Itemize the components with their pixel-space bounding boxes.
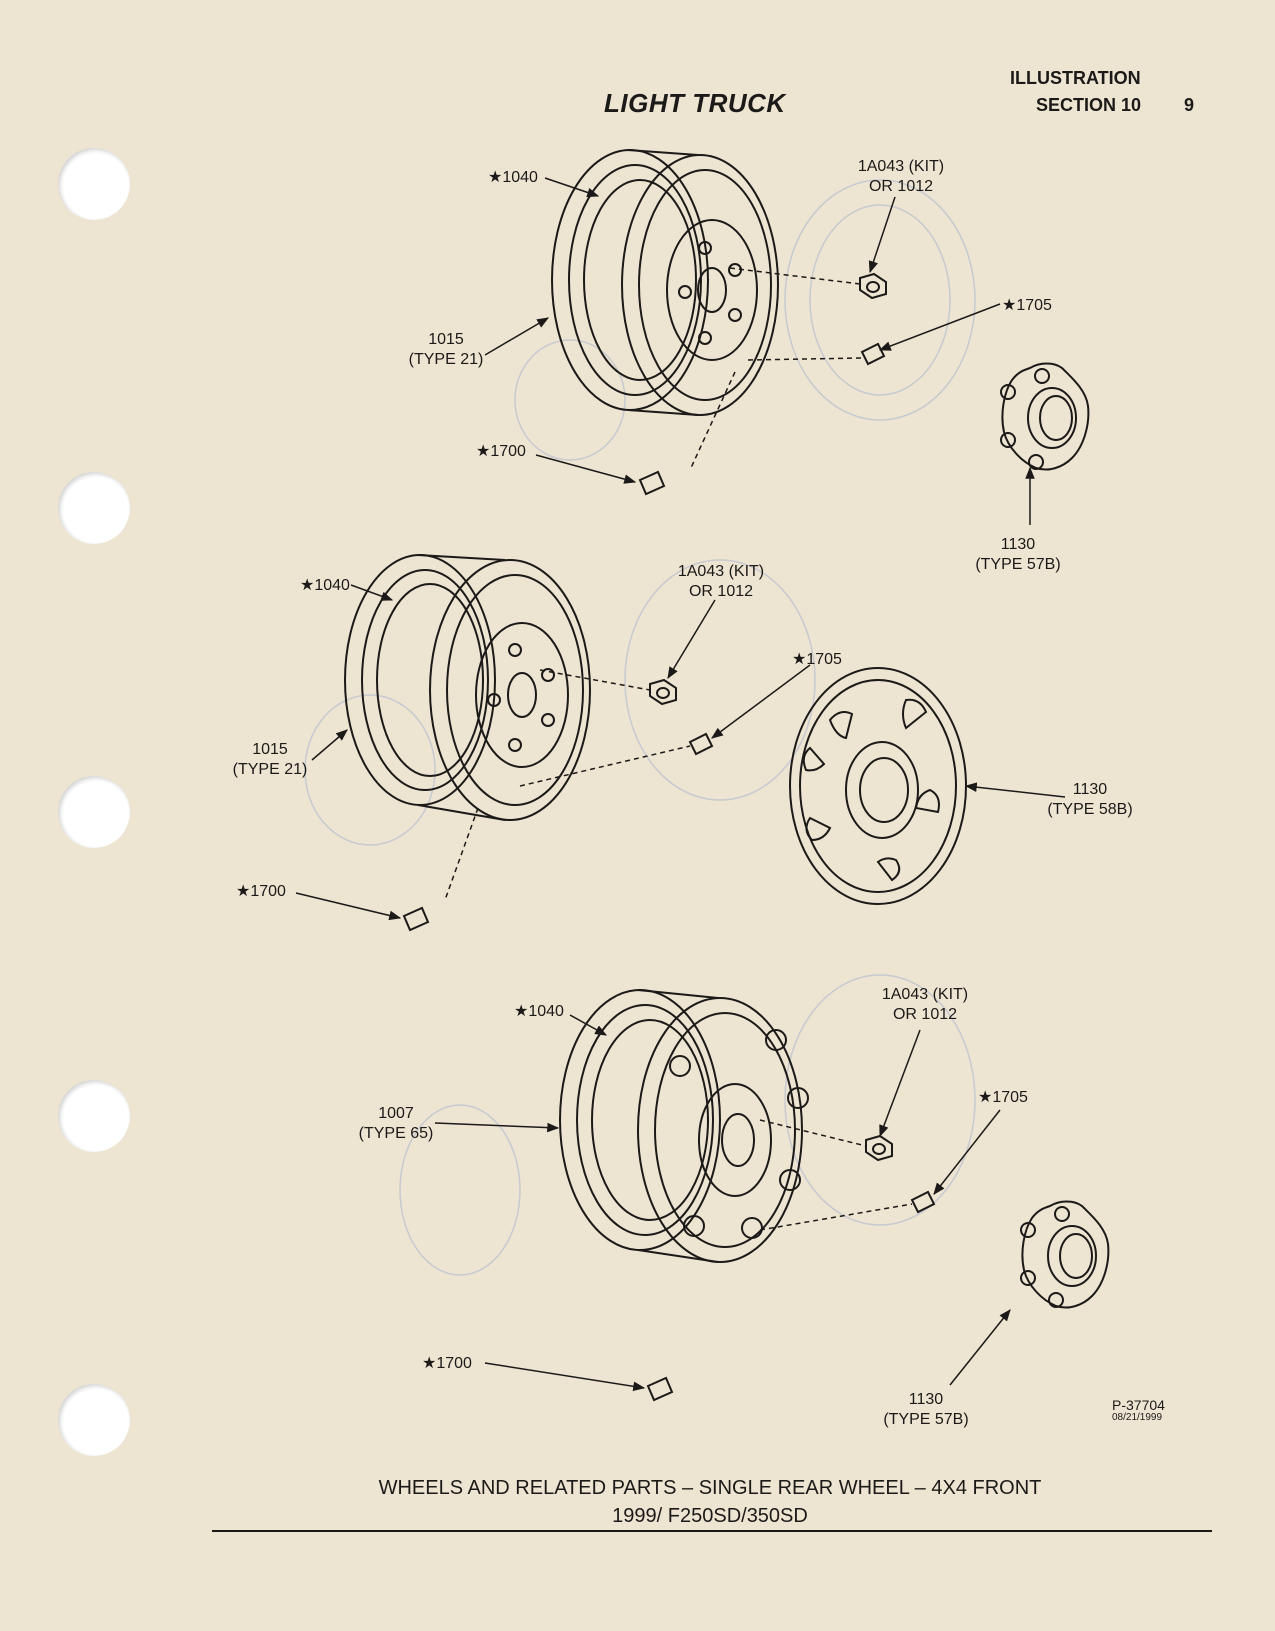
callout-1130-middle-line1: 1130: [1072, 781, 1108, 798]
hub-cover-1130-type57b-top: [1000, 362, 1090, 471]
callout-1130-top-line2: (TYPE 57B): [975, 556, 1061, 573]
drawing-code: P-37704 08/21/1999: [1112, 1398, 1165, 1423]
bottom-rule: [212, 1530, 1212, 1532]
illustration-label: ILLUSTRATION: [1010, 68, 1141, 88]
callout-1007-bottom-line2: (TYPE 65): [358, 1125, 434, 1142]
callout-1130-middle-line2: (TYPE 58B): [1047, 801, 1133, 818]
wheel-1015-type21-top: [551, 149, 779, 416]
valve-cap-1705-bottom: [910, 1190, 936, 1214]
wheel-1015-type21-middle: [344, 554, 591, 821]
lug-nut-bottom: [865, 1134, 893, 1162]
middle-wheel-assembly: [295, 554, 1066, 932]
callout-1a043-bottom-line2: OR 1012: [892, 1006, 958, 1023]
bleed-through-art: [304, 179, 976, 1276]
callout-1015-top-line1: 1015: [428, 331, 464, 348]
callout-1015-middle-line2: (TYPE 21): [232, 761, 308, 778]
lug-nut-top: [859, 272, 887, 300]
callout-1a043-bottom-line1: 1A043 (KIT): [881, 986, 969, 1003]
binder-hole: [58, 472, 130, 544]
hub-cover-1130-type57b-bottom: [1020, 1200, 1110, 1309]
callout-1a043-middle-line1: 1A043 (KIT): [677, 563, 765, 580]
callout-1130-top-line1: 1130: [1000, 536, 1036, 553]
callout-1007-bottom: 1007 (TYPE 65): [354, 1104, 438, 1144]
callout-1705-top: ★1705: [1002, 297, 1052, 314]
callout-1130-bottom: 1130 (TYPE 57B): [876, 1390, 976, 1430]
callout-1130-bottom-line1: 1130: [908, 1391, 944, 1408]
caption-line1: WHEELS AND RELATED PARTS – SINGLE REAR W…: [378, 1477, 1042, 1499]
callout-1015-top: 1015 (TYPE 21): [404, 330, 488, 370]
callout-1130-top: 1130 (TYPE 57B): [968, 535, 1068, 575]
caption-line2: 1999/ F250SD/350SD: [612, 1505, 808, 1527]
callout-1015-middle-line1: 1015: [252, 741, 288, 758]
valve-stem-1700-middle: [402, 906, 430, 932]
callout-1705-middle: ★1705: [792, 651, 842, 668]
callout-1a043-top: 1A043 (KIT) OR 1012: [856, 157, 946, 197]
callout-1040-top: ★1040: [488, 169, 538, 186]
bottom-wheel-assembly: [434, 989, 1110, 1402]
binder-hole: [58, 148, 130, 220]
binder-hole: [58, 1384, 130, 1456]
page-title: LIGHT TRUCK: [604, 88, 786, 118]
callout-1130-middle: 1130 (TYPE 58B): [1040, 780, 1140, 820]
callout-1700-top: ★1700: [476, 443, 526, 460]
valve-cap-1705-top: [860, 342, 886, 366]
callout-1015-top-line2: (TYPE 21): [408, 351, 484, 368]
callout-1a043-top-line2: OR 1012: [868, 178, 934, 195]
callout-1a043-top-line1: 1A043 (KIT): [857, 158, 945, 175]
figure-caption: WHEELS AND RELATED PARTS – SINGLE REAR W…: [0, 1474, 1275, 1530]
drawing-code-date: 08/21/1999: [1112, 1412, 1163, 1423]
valve-stem-1700-top: [638, 470, 666, 496]
callout-1130-bottom-line2: (TYPE 57B): [883, 1411, 969, 1428]
callout-1015-middle: 1015 (TYPE 21): [228, 740, 312, 780]
callout-1040-bottom: ★1040: [514, 1003, 564, 1020]
wheel-cover-1130-type58b: [789, 667, 967, 905]
valve-stem-1700-bottom: [646, 1376, 674, 1402]
callout-1040-middle: ★1040: [300, 577, 350, 594]
callout-1a043-bottom: 1A043 (KIT) OR 1012: [880, 985, 970, 1025]
callout-1007-bottom-line1: 1007: [378, 1105, 414, 1122]
callout-1705-bottom: ★1705: [978, 1089, 1028, 1106]
callout-1a043-middle-line2: OR 1012: [688, 583, 754, 600]
binder-hole: [58, 776, 130, 848]
page-number: 9: [1184, 95, 1195, 115]
lug-nut-middle: [649, 678, 677, 706]
callout-1700-middle: ★1700: [236, 883, 286, 900]
binder-hole: [58, 1080, 130, 1152]
section-label: SECTION 10: [1036, 95, 1142, 115]
top-wheel-assembly: [484, 149, 1090, 525]
valve-cap-1705-middle: [688, 732, 714, 756]
callout-1a043-middle: 1A043 (KIT) OR 1012: [676, 562, 766, 602]
wheel-1007-type65: [559, 989, 809, 1263]
drawing-code-number: P-37704: [1112, 1397, 1165, 1413]
callout-1700-bottom: ★1700: [422, 1355, 472, 1372]
